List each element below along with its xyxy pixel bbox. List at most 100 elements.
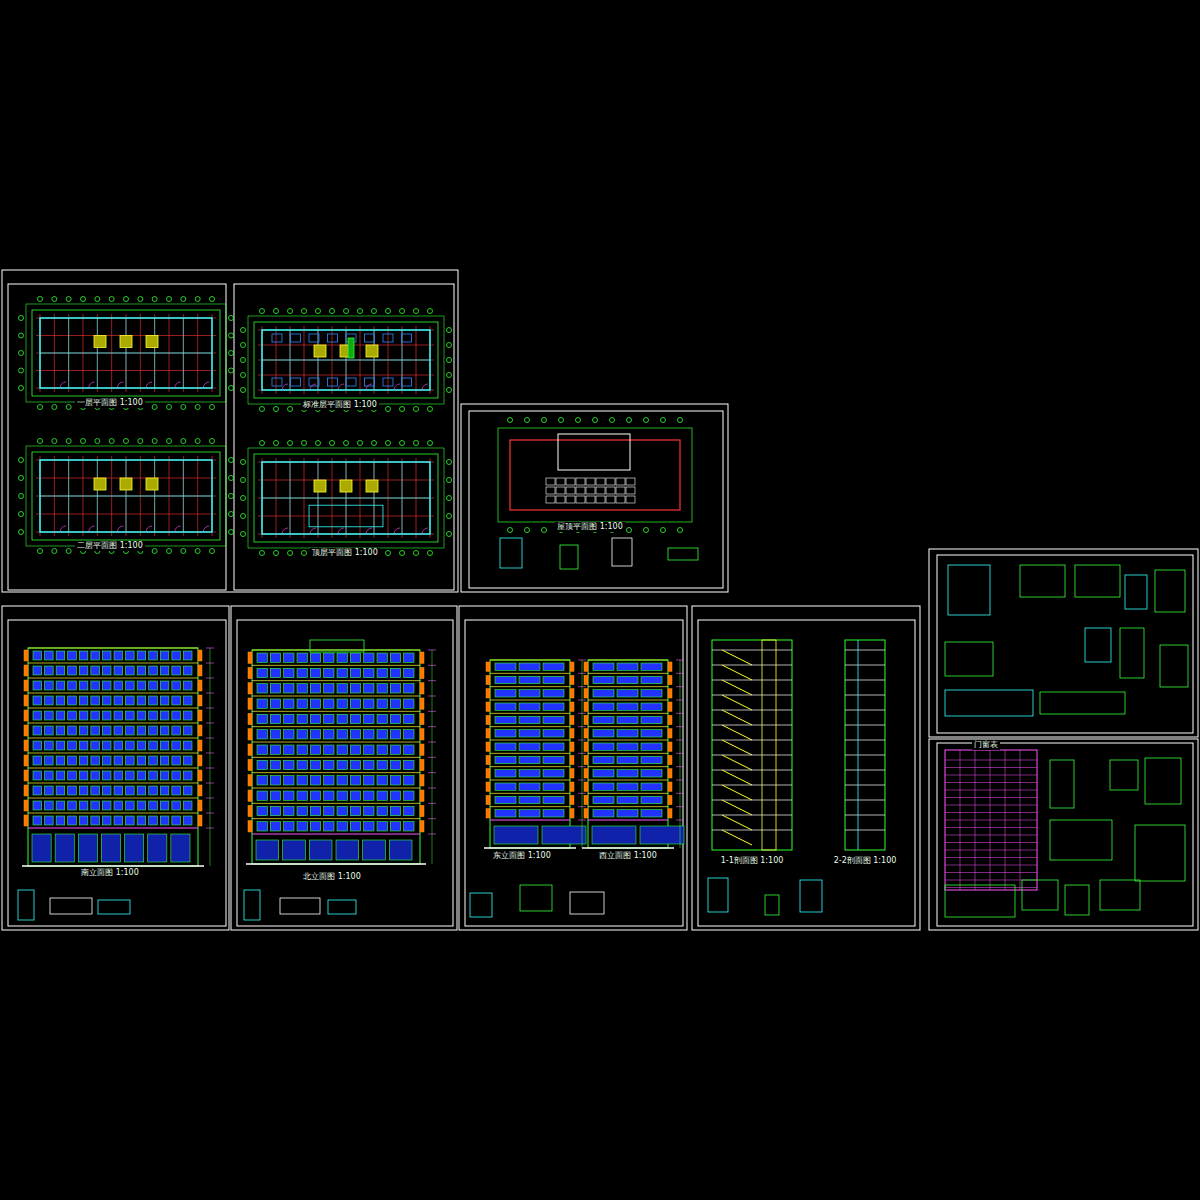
axis-bubble (661, 528, 666, 533)
window (56, 666, 65, 675)
wall (183, 460, 184, 532)
window (297, 791, 307, 800)
balcony (486, 675, 490, 684)
wall (374, 462, 375, 534)
roof-tile (596, 487, 605, 494)
window (257, 806, 267, 815)
window (79, 696, 88, 705)
balcony (486, 782, 490, 791)
window (91, 756, 100, 765)
axis-bubble (19, 333, 24, 338)
window (310, 760, 320, 769)
window (270, 714, 280, 723)
door-swing (310, 528, 316, 534)
roof-tile (626, 496, 635, 503)
balcony (24, 695, 28, 706)
window (543, 703, 564, 710)
slab (712, 710, 792, 711)
roof-tile (616, 496, 625, 503)
window (270, 776, 280, 785)
shopfront (363, 840, 386, 860)
balcony (248, 667, 252, 678)
door-swing (366, 528, 372, 534)
balcony (24, 665, 28, 676)
window (56, 771, 65, 780)
slab (712, 740, 792, 741)
axis-bubble (66, 297, 71, 302)
window (91, 666, 100, 675)
detail (520, 885, 552, 911)
window (56, 801, 65, 810)
axis-bubble (152, 439, 157, 444)
stair-core (146, 336, 158, 348)
elevation-outline (28, 648, 198, 866)
window (257, 822, 267, 831)
balcony (570, 769, 574, 778)
door-swing (310, 384, 316, 390)
axis-bubble (195, 405, 200, 410)
roof-tile (576, 487, 585, 494)
balcony (198, 755, 202, 766)
balcony (24, 770, 28, 781)
sheet-frame (937, 743, 1193, 926)
stair-flight (722, 755, 752, 770)
window (297, 714, 307, 723)
axis-bubble (260, 407, 265, 412)
window (114, 681, 123, 690)
elevator-core (120, 336, 132, 348)
door-swing (89, 526, 95, 532)
axis-bubble (66, 439, 71, 444)
window (257, 760, 267, 769)
window (91, 651, 100, 660)
window (297, 730, 307, 739)
window (126, 816, 135, 825)
window (543, 770, 564, 777)
window (641, 770, 662, 777)
axis-bubble (229, 476, 234, 481)
floor-line (252, 788, 420, 789)
table-rule (945, 872, 1037, 873)
balcony (248, 744, 252, 755)
wall (154, 460, 155, 532)
stair-core (146, 478, 158, 490)
axis-bubble (661, 418, 666, 423)
floor-line (252, 726, 420, 727)
window (102, 711, 111, 720)
window (284, 699, 294, 708)
balcony (24, 680, 28, 691)
window (519, 770, 540, 777)
axis-bubble (95, 439, 100, 444)
slab (845, 815, 885, 816)
axis-bubble (302, 441, 307, 446)
window (137, 696, 146, 705)
window (324, 653, 334, 662)
floor-line (252, 757, 420, 758)
slab (712, 680, 792, 681)
window (160, 696, 169, 705)
window (102, 741, 111, 750)
axis-bubble (66, 405, 71, 410)
slab (712, 785, 792, 786)
window (160, 741, 169, 750)
table-rule (945, 827, 1037, 828)
window (172, 741, 181, 750)
window (641, 756, 662, 763)
window (284, 822, 294, 831)
window (183, 711, 192, 720)
elevation-outline (252, 650, 420, 864)
roof-tile (556, 478, 565, 485)
axis-bubble (400, 407, 405, 412)
slab (845, 785, 885, 786)
window (377, 806, 387, 815)
drawing-title: 2-2剖面图 1:100 (832, 856, 899, 866)
window (33, 651, 42, 660)
axis-bubble (542, 528, 547, 533)
window (297, 684, 307, 693)
detail (560, 545, 578, 569)
window (543, 676, 564, 683)
axis-bubble (241, 496, 246, 501)
floor-line (490, 780, 570, 781)
axis-bubble (386, 551, 391, 556)
window (617, 716, 638, 723)
window (364, 653, 374, 662)
